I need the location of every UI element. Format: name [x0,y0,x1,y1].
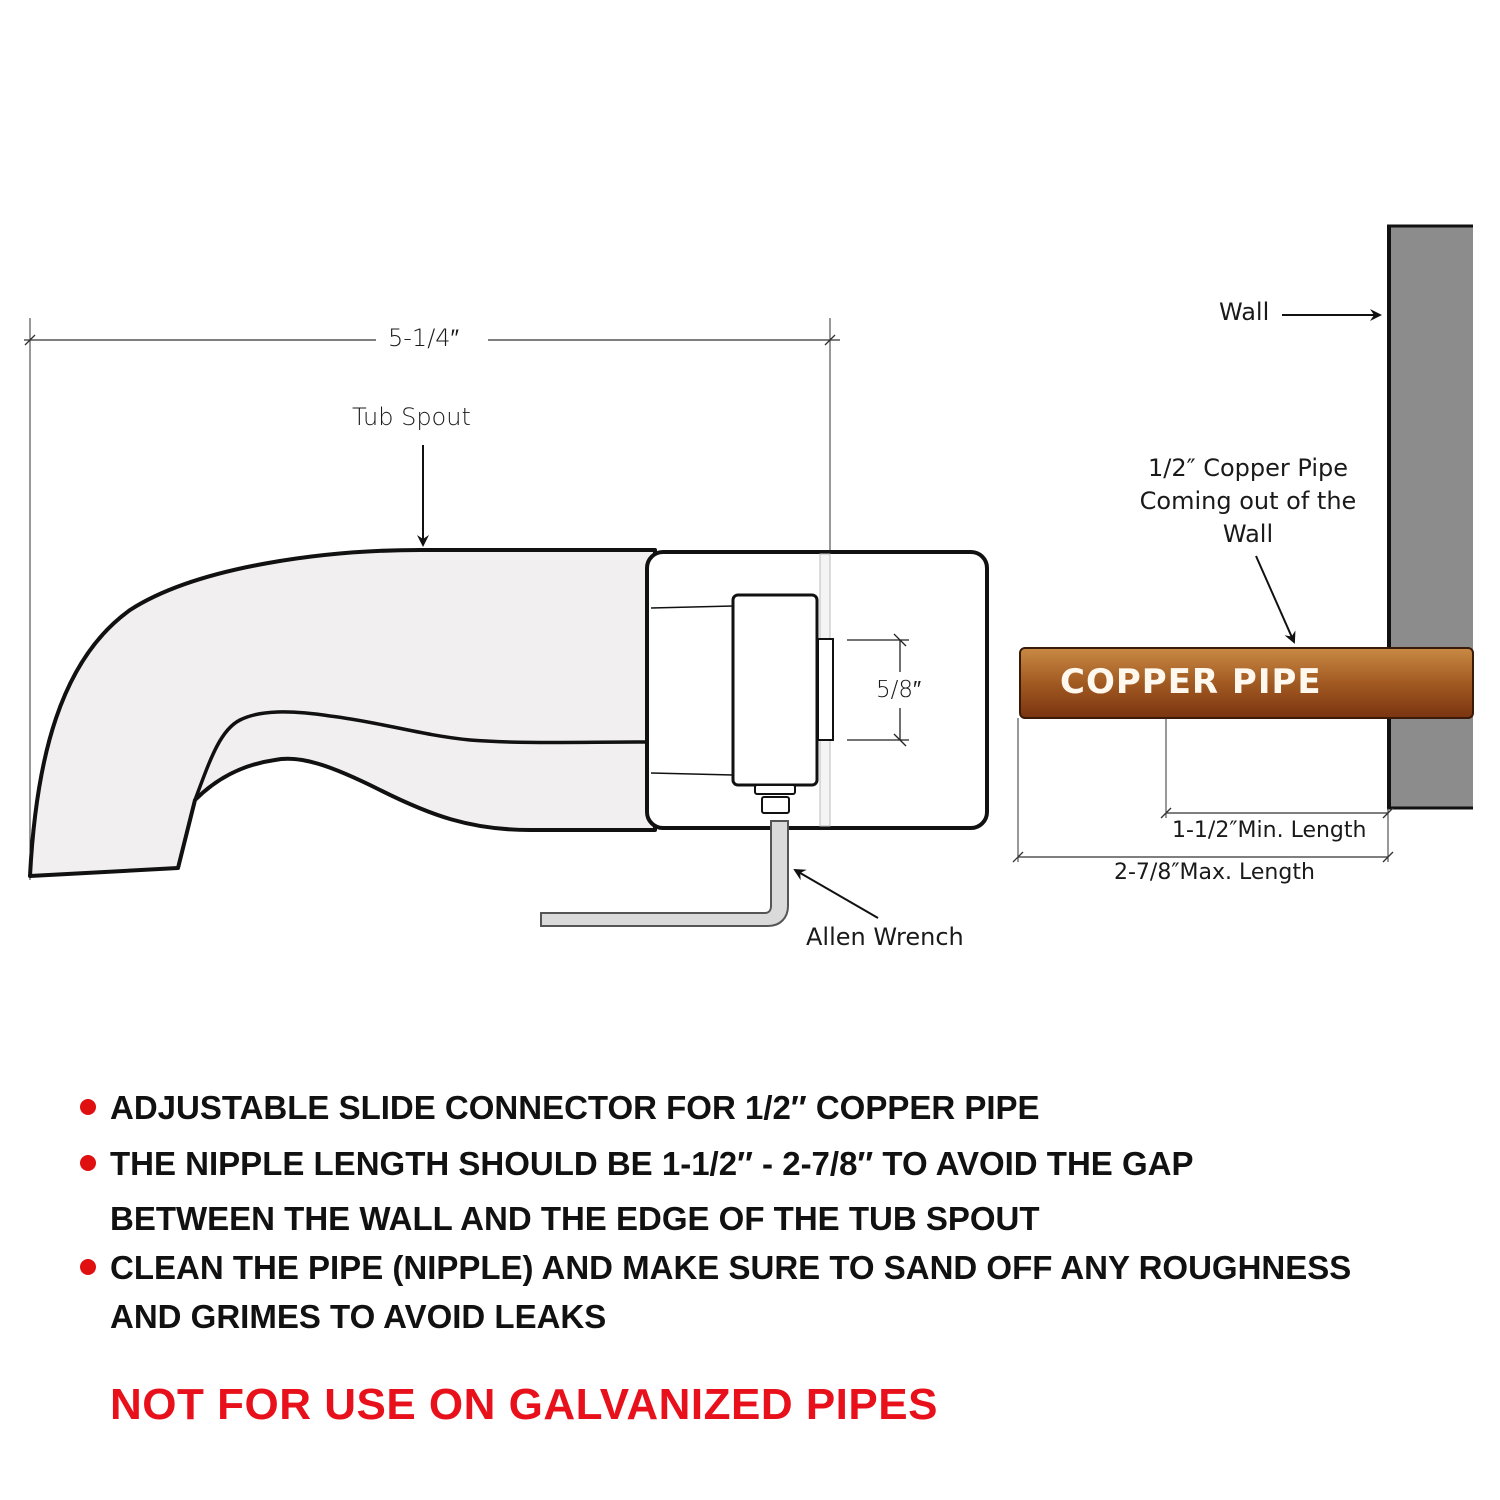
note-text: ADJUSTABLE SLIDE CONNECTOR FOR 1/2″ COPP… [110,1089,1040,1126]
tub-spout-label: Tub Spout [352,403,471,431]
overall-length-label: 5-1/4″ [388,324,460,352]
wall-label: Wall [1219,298,1270,326]
copper-pipe [1019,647,1474,719]
copper-pipe-callout-line2: Coming out of the [1139,487,1357,515]
connector-height-dimension [847,633,909,747]
bullet-icon [80,1155,96,1171]
copper-pipe-callout: 1/2″ Copper Pipe Coming out of the Wall [1120,452,1376,551]
min-length-label: 1-1/2″Min. Length [1172,818,1367,843]
note-item: ADJUSTABLE SLIDE CONNECTOR FOR 1/2″ COPP… [78,1082,1478,1134]
connector-height-label: 5/8″ [876,677,922,703]
note-item: THE NIPPLE LENGTH SHOULD BE 1-1/2″ - 2-7… [78,1138,1478,1190]
note-text: AND GRIMES TO AVOID LEAKS [110,1298,607,1335]
pipe-length-dimensions [1012,718,1394,863]
note-text: CLEAN THE PIPE (NIPPLE) AND MAKE SURE TO… [110,1249,1352,1286]
copper-pipe-label: COPPER PIPE [1060,662,1322,702]
note-continuation: BETWEEN THE WALL AND THE EDGE OF THE TUB… [78,1196,1478,1242]
installation-notes: ADJUSTABLE SLIDE CONNECTOR FOR 1/2″ COPP… [78,1082,1478,1340]
installation-diagram: 5-1/4″ Tub Spout 5/8″ Allen Wrench Wall … [24,224,1474,951]
wall [1387,224,1473,810]
note-text: THE NIPPLE LENGTH SHOULD BE 1-1/2″ - 2-7… [110,1145,1194,1182]
copper-pipe-callout-line1: 1/2″ Copper Pipe [1147,454,1348,482]
overall-dimension-line [24,318,840,880]
allen-wrench-label: Allen Wrench [806,923,964,951]
note-text: BETWEEN THE WALL AND THE EDGE OF THE TUB… [110,1200,1040,1237]
bullet-icon [80,1259,96,1275]
slide-connector [645,550,989,830]
note-item: CLEAN THE PIPE (NIPPLE) AND MAKE SURE TO… [78,1242,1478,1294]
tub-spout [28,548,657,878]
bullet-icon [80,1099,96,1115]
allen-wrench [540,820,879,927]
copper-pipe-arrow [1255,555,1296,644]
note-continuation: AND GRIMES TO AVOID LEAKS [78,1294,1478,1340]
max-length-label: 2-7/8″Max. Length [1114,860,1315,885]
copper-pipe-callout-line3: Wall [1222,520,1274,548]
galvanized-warning: NOT FOR USE ON GALVANIZED PIPES [110,1380,938,1429]
